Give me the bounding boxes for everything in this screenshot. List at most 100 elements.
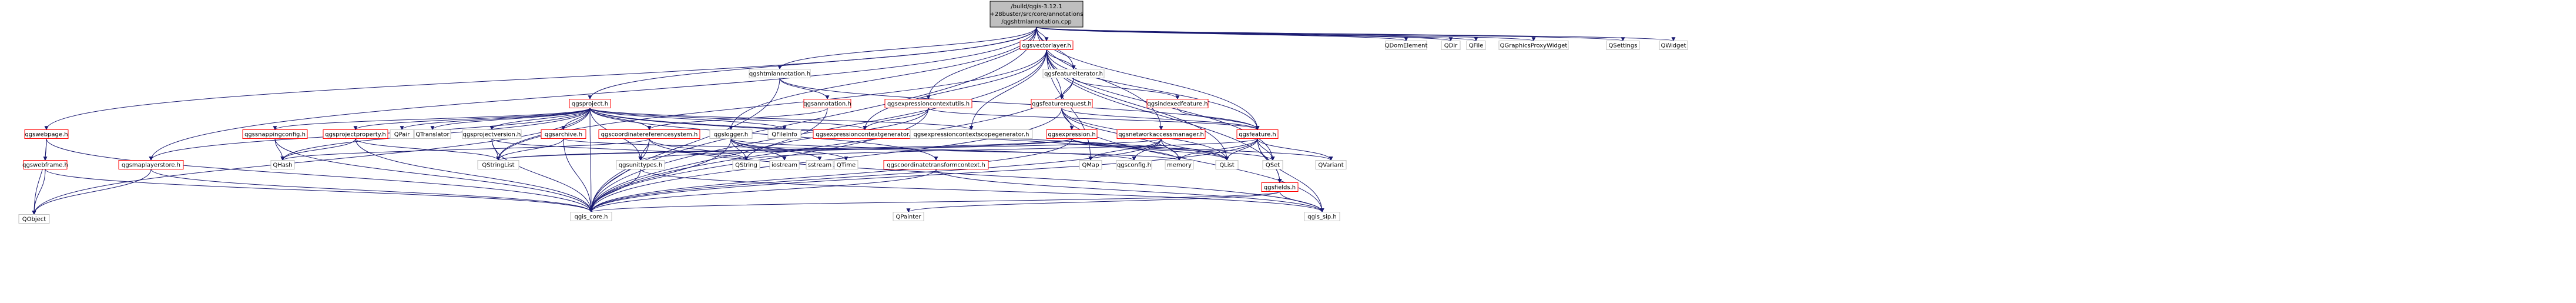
root-line1: /build/qgis-3.12.1 bbox=[1011, 4, 1062, 10]
node-qgscoordinatereferencesystem[interactable]: qgscoordinatereferencesystem.h bbox=[598, 129, 700, 139]
node-qgsconfig[interactable]: qgsconfig.h bbox=[1116, 160, 1152, 169]
node-label: QList bbox=[1219, 162, 1234, 169]
node-qgsnetworkaccessmanager[interactable]: qgsnetworkaccessmanager.h bbox=[1116, 129, 1206, 139]
node-iostream[interactable]: iostream bbox=[769, 160, 800, 169]
node-qgsprojectversion[interactable]: qgsprojectversion.h bbox=[462, 129, 522, 139]
node-qgsarchive[interactable]: qgsarchive.h bbox=[541, 129, 586, 139]
node-qgis_core[interactable]: qgis_core.h bbox=[570, 212, 612, 221]
node-box bbox=[569, 99, 611, 108]
node-box bbox=[477, 160, 519, 169]
edge-qgscoordinatetransformcontext-to-qgis_core bbox=[589, 169, 937, 213]
node-label: qgswebframe.h bbox=[22, 162, 68, 169]
node-QString[interactable]: QString bbox=[732, 160, 760, 169]
edge-root-to-QWidget bbox=[1036, 26, 1675, 42]
node-qgsexpressioncontextgenerator[interactable]: qgsexpressioncontextgenerator.h bbox=[813, 129, 917, 139]
node-QFile[interactable]: QFile bbox=[1466, 41, 1486, 50]
node-box bbox=[118, 160, 184, 169]
node-QDir[interactable]: QDir bbox=[1441, 41, 1461, 50]
edge-qgsprojectversion-to-qgis_core bbox=[491, 138, 593, 213]
node-label: qgsfields.h bbox=[1264, 185, 1296, 191]
node-box bbox=[1079, 160, 1102, 169]
node-QDomElement[interactable]: QDomElement bbox=[1385, 41, 1428, 50]
node-QMap[interactable]: QMap bbox=[1079, 160, 1102, 169]
node-qgslogger[interactable]: qgslogger.h bbox=[709, 129, 753, 139]
node-QHash[interactable]: QHash bbox=[270, 160, 295, 169]
edge-qgsarchive-to-QStringList bbox=[496, 138, 564, 161]
node-label: qgsprojectproperty.h bbox=[325, 132, 386, 138]
edge-root-to-qgslogger bbox=[729, 26, 1037, 131]
node-qgsannotation[interactable]: qgsannotation.h bbox=[803, 99, 851, 108]
node-sstream[interactable]: sstream bbox=[806, 160, 834, 169]
root-node: /build/qgis-3.12.1 +28buster/src/core/an… bbox=[990, 1, 1084, 28]
edge-root-to-qgsmaplayerstore bbox=[149, 26, 1037, 161]
node-label: QFileInfo bbox=[772, 132, 797, 138]
node-label: QStringList bbox=[482, 162, 514, 169]
node-qgsprojectproperty[interactable]: qgsprojectproperty.h bbox=[323, 129, 388, 139]
edge-qgshtmlannotation-to-qgsannotation bbox=[779, 78, 830, 100]
edge-qgsproject-to-qgis_core bbox=[589, 108, 593, 213]
node-QFileInfo[interactable]: QFileInfo bbox=[767, 129, 801, 139]
node-qgis_sip[interactable]: qgis_sip.h bbox=[1304, 212, 1340, 221]
edge-qgswebpage-to-QObject bbox=[32, 138, 47, 215]
node-qgsexpressioncontextutils[interactable]: qgsexpressioncontextutils.h bbox=[884, 99, 972, 108]
edge-qgsfeature-to-QList bbox=[1225, 138, 1258, 161]
node-box bbox=[541, 129, 586, 139]
node-qgsfields[interactable]: qgsfields.h bbox=[1261, 182, 1299, 192]
edge-qgsmaplayerstore-to-QObject bbox=[32, 169, 152, 215]
node-qgscoordinatetransformcontext[interactable]: qgscoordinatetransformcontext.h bbox=[883, 160, 989, 169]
node-qgsvectorlayer[interactable]: qgsvectorlayer.h bbox=[1019, 41, 1074, 50]
node-qgswebpage[interactable]: qgswebpage.h bbox=[24, 129, 69, 139]
node-box bbox=[18, 214, 50, 224]
node-qgsfeature[interactable]: qgsfeature.h bbox=[1236, 129, 1279, 139]
node-QObject[interactable]: QObject bbox=[18, 214, 50, 224]
node-qgsproject[interactable]: qgsproject.h bbox=[569, 99, 611, 108]
node-qgsfeatureiterator[interactable]: qgsfeatureiterator.h bbox=[1042, 69, 1105, 78]
node-box bbox=[1315, 160, 1347, 169]
node-QTime[interactable]: QTime bbox=[834, 160, 858, 169]
node-box bbox=[23, 160, 68, 169]
edge-qgsexpression-to-QList bbox=[1071, 138, 1229, 161]
node-qgswebframe[interactable]: qgswebframe.h bbox=[22, 160, 68, 169]
edge-qgsfeature-to-QSet bbox=[1257, 138, 1275, 161]
node-QSet[interactable]: QSet bbox=[1262, 160, 1283, 169]
edge-qgsarchive-to-memory bbox=[563, 138, 1182, 161]
node-box bbox=[1466, 41, 1486, 50]
node-box bbox=[732, 160, 760, 169]
node-qgsunittypes[interactable]: qgsunittypes.h bbox=[616, 160, 665, 169]
node-qgshtmlannotation[interactable]: qgshtmlannotation.h bbox=[749, 69, 811, 78]
node-QSettings[interactable]: QSettings bbox=[1606, 41, 1640, 50]
node-qgsexpression[interactable]: qgsexpression.h bbox=[1046, 129, 1098, 139]
node-box bbox=[834, 160, 858, 169]
node-memory[interactable]: memory bbox=[1165, 160, 1194, 169]
node-qgsfeaturerequest[interactable]: qgsfeaturerequest.h bbox=[1031, 99, 1093, 108]
node-QPainter[interactable]: QPainter bbox=[893, 212, 924, 221]
node-label: QFile bbox=[1469, 43, 1484, 49]
edge-qgslogger-to-qgsconfig bbox=[730, 138, 1136, 161]
node-QTranslator[interactable]: QTranslator bbox=[414, 129, 451, 139]
edge-qgsproject-to-qgsprojectproperty bbox=[353, 108, 591, 131]
node-qgsmaplayerstore[interactable]: qgsmaplayerstore.h bbox=[118, 160, 184, 169]
node-QWidget[interactable]: QWidget bbox=[1659, 41, 1688, 50]
edge-qgssnappingconfig-to-qgis_core bbox=[274, 138, 593, 213]
edge-qgsfields-to-qgis_sip bbox=[1279, 191, 1324, 213]
node-QStringList[interactable]: QStringList bbox=[477, 160, 519, 169]
node-box bbox=[1116, 160, 1152, 169]
node-qgsexpressioncontextscopegenerator[interactable]: qgsexpressioncontextscopegenerator.h bbox=[910, 129, 1033, 139]
node-QPair[interactable]: QPair bbox=[390, 129, 414, 139]
node-qgssnappingconfig[interactable]: qgssnappingconfig.h bbox=[242, 129, 308, 139]
node-QGraphicsProxyWidget[interactable]: QGraphicsProxyWidget bbox=[1498, 41, 1569, 50]
node-label: QDir bbox=[1444, 43, 1458, 49]
edge-qgscoordinatereferencesystem-to-qgis_sip bbox=[649, 138, 1324, 213]
node-box bbox=[390, 129, 414, 139]
edge-qgsprojectproperty-to-QStringList bbox=[355, 138, 501, 161]
node-qgsindexedfeature[interactable]: qgsindexedfeature.h bbox=[1146, 99, 1209, 108]
edge-qgsexpression-to-QStringList bbox=[496, 138, 1072, 161]
node-label: qgsexpression.h bbox=[1048, 132, 1095, 138]
edge-qgsnetworkaccessmanager-to-qgis_core bbox=[589, 138, 1162, 213]
edge-qgsfeature-to-qgis_sip bbox=[1257, 138, 1324, 213]
node-label: QVariant bbox=[1318, 162, 1343, 169]
node-QVariant[interactable]: QVariant bbox=[1315, 160, 1347, 169]
edge-qgsnetworkaccessmanager-to-QStringList bbox=[496, 138, 1162, 161]
node-QList[interactable]: QList bbox=[1215, 160, 1239, 169]
node-box bbox=[1304, 212, 1340, 221]
